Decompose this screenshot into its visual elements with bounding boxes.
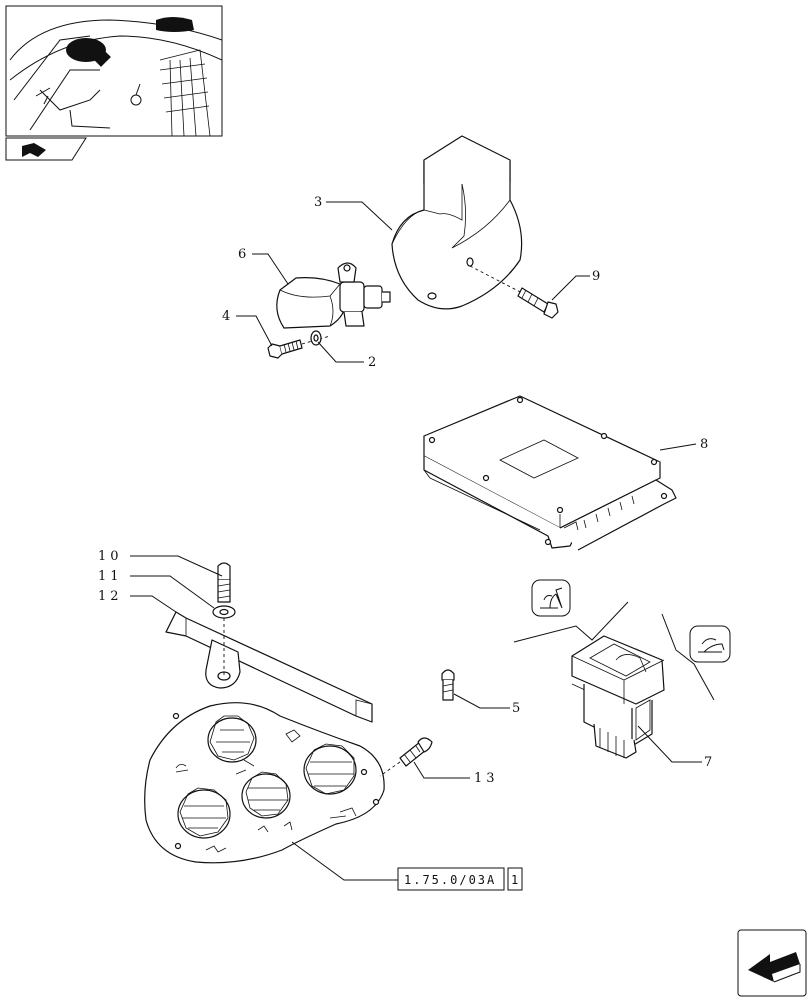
- part-6-solenoid-valve: [276, 262, 391, 329]
- part-11-washer: [212, 605, 236, 676]
- part-13-screw: [379, 737, 433, 777]
- page-forward-arrow-icon[interactable]: [737, 929, 807, 997]
- reference-box[interactable]: 1.75.0/03A 1: [397, 867, 523, 891]
- callout-11: 11: [98, 569, 123, 584]
- lever-down-symbol-icon: [689, 625, 731, 663]
- reference-sheet: 1: [511, 873, 520, 887]
- callout-labels: 3 6 4 2 9 8 10 11 12 5 13 7: [98, 195, 712, 786]
- callout-7: 7: [704, 755, 712, 770]
- location-thumbnail: [5, 5, 223, 137]
- callout-8: 8: [700, 437, 708, 452]
- knob-2: [177, 787, 231, 839]
- part-10-bolt: [217, 562, 231, 603]
- part-5-screw: [441, 669, 455, 701]
- knob-3: [241, 771, 291, 819]
- callout-12: 12: [98, 589, 123, 604]
- callout-9: 9: [592, 269, 600, 284]
- callout-4: 4: [222, 309, 230, 324]
- callout-6: 6: [238, 247, 246, 262]
- page-back-arrow-icon[interactable]: [5, 137, 87, 161]
- callout-10: 10: [98, 549, 123, 564]
- part-2-washer: [310, 330, 322, 346]
- callout-3: 3: [314, 195, 322, 210]
- knob-4: [303, 743, 357, 795]
- part-3-bracket-cover: [391, 135, 523, 310]
- leader-lines: [130, 201, 702, 881]
- reference-code: 1.75.0/03A: [404, 873, 496, 887]
- callout-5: 5: [512, 701, 520, 716]
- knob-1: [207, 715, 257, 763]
- callout-2: 2: [368, 355, 376, 370]
- callout-13: 13: [474, 771, 499, 786]
- part-9-bolt: [469, 265, 559, 319]
- part-12-mounting-bracket: [165, 611, 373, 723]
- part-7-rocker-switch: [513, 601, 715, 759]
- part-8-control-unit: [423, 395, 677, 551]
- part-1-control-panel: [144, 702, 385, 864]
- lever-up-symbol-icon: [531, 579, 571, 617]
